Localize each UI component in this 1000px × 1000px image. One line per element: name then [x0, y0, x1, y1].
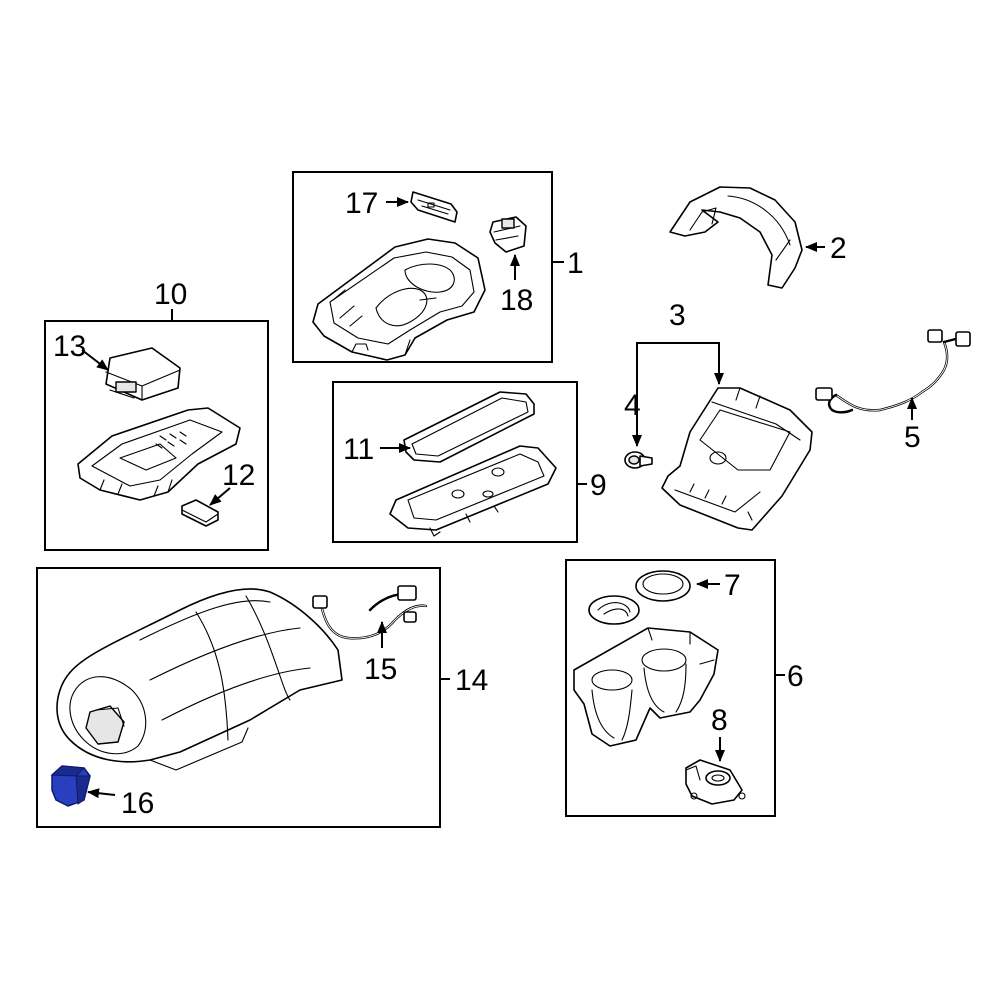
- callout-1: 1: [567, 247, 584, 280]
- part-5-wiring-harness[interactable]: [815, 329, 971, 414]
- part-13-module[interactable]: [105, 347, 181, 401]
- part-1-console-tray[interactable]: [312, 238, 486, 361]
- callout-16: 16: [121, 787, 154, 820]
- callout-4: 4: [624, 389, 641, 422]
- callout-14: 14: [455, 664, 488, 697]
- part-12-switch[interactable]: [181, 499, 219, 527]
- part-17-switch[interactable]: [410, 191, 458, 223]
- callout-13: 13: [53, 330, 86, 363]
- callout-5: 5: [904, 421, 921, 454]
- part-2-cover[interactable]: [669, 186, 803, 289]
- part-18-switch[interactable]: [489, 216, 527, 253]
- callout-8: 8: [711, 704, 728, 737]
- callout-7: 7: [724, 569, 741, 602]
- callout-2: 2: [830, 232, 847, 265]
- callout-9: 9: [590, 469, 607, 502]
- callout-6: 6: [787, 660, 804, 693]
- part-15-wiring[interactable]: [312, 585, 428, 640]
- part-4-clip[interactable]: [624, 451, 653, 469]
- callout-12: 12: [222, 459, 255, 492]
- callout-10: 10: [154, 278, 187, 311]
- part-16-clip[interactable]: [50, 765, 91, 807]
- callout-11: 11: [343, 433, 374, 466]
- part-6-cupholder[interactable]: [573, 627, 719, 747]
- callout-18: 18: [500, 284, 533, 317]
- part-14-console-lid[interactable]: [56, 588, 343, 771]
- callout-17: 17: [345, 187, 378, 220]
- group-box-6: [565, 559, 776, 817]
- part-3-bracket[interactable]: [661, 387, 813, 531]
- group-box-10: [44, 320, 269, 551]
- group-box-9: [332, 381, 578, 543]
- group-box-14: [36, 567, 441, 828]
- group-box-1: [292, 171, 553, 363]
- callout-15: 15: [364, 653, 397, 686]
- part-8-sensor[interactable]: [685, 759, 746, 805]
- part-10-carrier[interactable]: [77, 407, 241, 501]
- part-11-mat[interactable]: [403, 391, 535, 463]
- part-7-cap[interactable]: [588, 570, 691, 625]
- callout-3: 3: [669, 299, 686, 332]
- part-9-tray[interactable]: [389, 445, 557, 537]
